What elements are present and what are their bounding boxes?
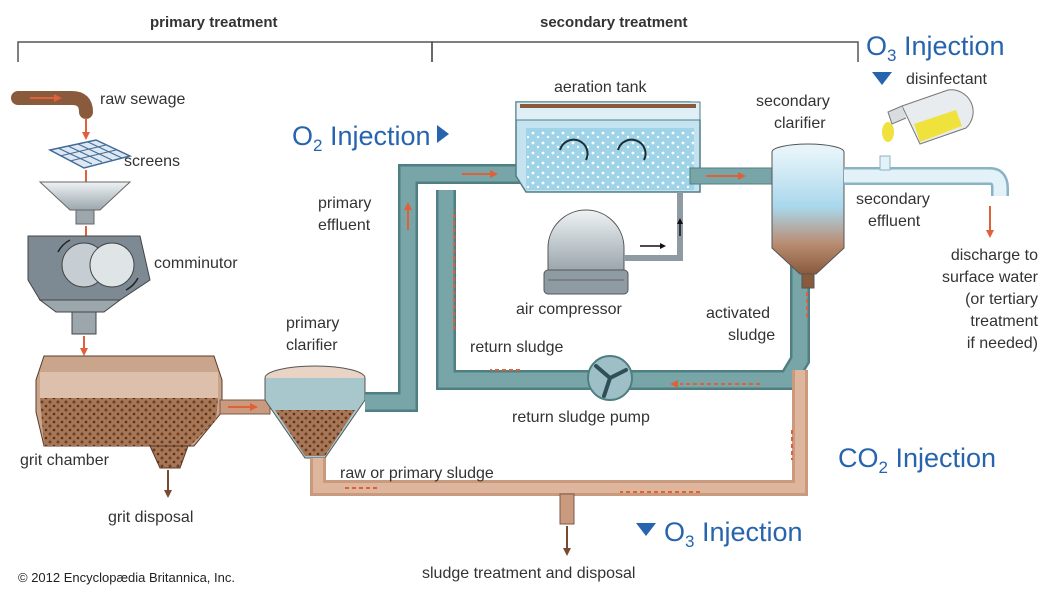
raw-sewage-pipe (11, 91, 93, 119)
screens-shape (47, 139, 133, 169)
sludge-treatment-label: sludge treatment and disposal (422, 565, 636, 582)
secondary-bracket (431, 41, 859, 62)
down-arrow-icon (872, 72, 892, 95)
return-sludge-label: return sludge (470, 339, 564, 356)
grit-chamber-label: grit chamber (20, 452, 109, 469)
grit-disposal-label: grit disposal (108, 509, 194, 526)
air-compressor-shape (543, 209, 629, 295)
primary-clarifier-label-1: primary (286, 315, 340, 332)
disinfectant-label: disinfectant (906, 71, 987, 88)
secondary-clarifier-shape (771, 143, 845, 289)
secondary-treatment-header: secondary treatment (540, 14, 688, 31)
secondary-clarifier-label-1: secondary (756, 93, 830, 110)
discharge-label-2: surface water (941, 269, 1038, 286)
primary-effluent-label-2: effluent (318, 217, 371, 234)
raw-primary-sludge-label: raw or primary sludge (340, 465, 494, 482)
primary-bracket (17, 41, 433, 62)
o2-injection-label: O2 Injection (292, 120, 449, 154)
copyright: © 2012 Encyclopædia Britannica, Inc. (18, 570, 235, 585)
aeration-tank-shape (515, 101, 701, 193)
down-arrow-icon (636, 523, 656, 536)
comminutor-shape (27, 235, 151, 335)
discharge-label-3: (or tertiary (965, 291, 1038, 308)
primary-treatment-header: primary treatment (150, 14, 278, 31)
screens-label: screens (124, 153, 181, 170)
primary-clarifier-label-2: clarifier (286, 337, 338, 354)
primary-effluent-label-1: primary (318, 195, 372, 212)
discharge-label-4: treatment (970, 313, 1038, 330)
return-sludge-pump-shape (587, 355, 633, 401)
activated-sludge-label-2: sludge (728, 327, 776, 344)
aeration-tank-label: aeration tank (554, 79, 647, 96)
primary-clarifier-shape (264, 365, 366, 459)
o3-injection-top-label: O3 Injection (866, 31, 1005, 65)
return-sludge-pump-label: return sludge pump (512, 409, 650, 426)
air-compressor-label: air compressor (516, 301, 622, 318)
secondary-effluent-label-2: effluent (868, 213, 921, 230)
secondary-clarifier-label-2: clarifier (774, 115, 826, 132)
raw-sewage-label: raw sewage (100, 91, 186, 108)
co2-injection-label: CO2 Injection (838, 443, 997, 477)
right-arrow-icon (436, 125, 449, 143)
grit-chamber-shape (35, 355, 223, 469)
discharge-label-5: if needed) (966, 335, 1038, 352)
activated-sludge-label-1: activated (706, 305, 771, 322)
discharge-label-1: discharge to (950, 247, 1038, 264)
comminutor-label: comminutor (154, 255, 238, 272)
disinfectant-bottle-shape (882, 89, 974, 145)
secondary-effluent-label-1: secondary (856, 191, 930, 208)
o3-injection-bottom-label: O3 Injection (636, 516, 803, 550)
